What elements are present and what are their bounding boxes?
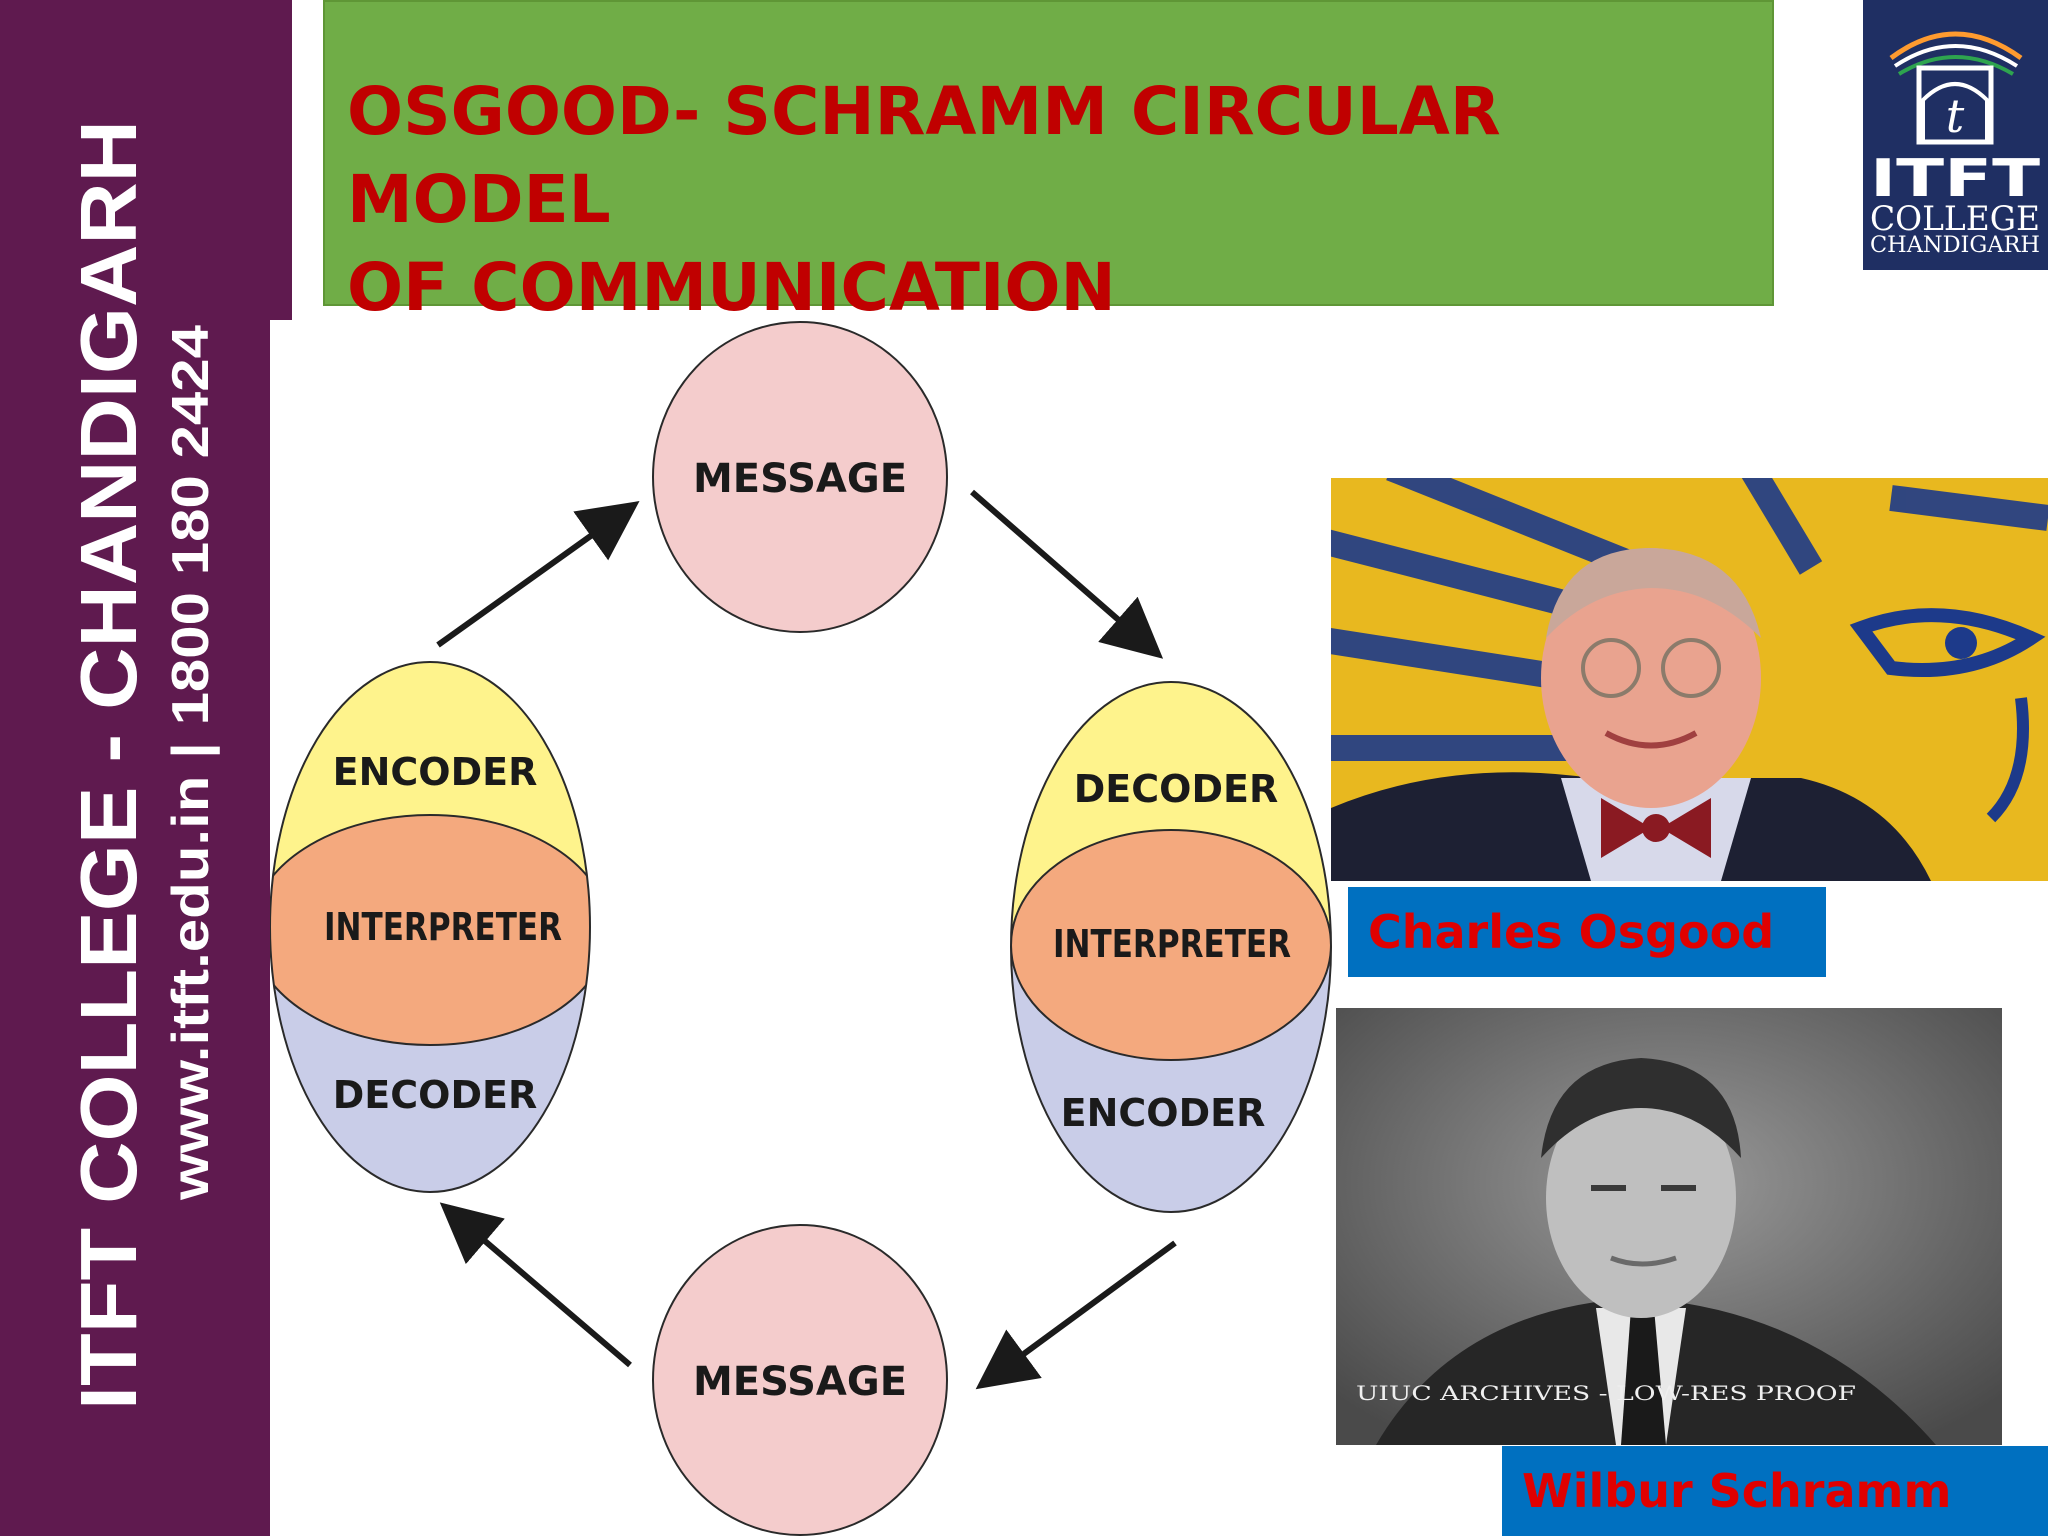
arrow-encoder-to-message	[436, 501, 640, 648]
bottom-message-circle	[652, 1224, 948, 1536]
sidebar-contact: www.itft.edu.in | 1800 180 2424	[162, 325, 220, 1201]
left-interpreter-label: INTERPRETER	[324, 905, 562, 949]
arrow-bottom-message-to-decoder	[439, 1202, 632, 1368]
left-encoder-label: ENCODER	[333, 750, 538, 794]
photo-wilbur-schramm: UIUC ARCHIVES - LOW-RES PROOF	[1336, 1008, 2002, 1445]
logo-line-2: COLLEGE	[1870, 199, 2040, 239]
title-line-2: OF COMMUNICATION	[347, 249, 1116, 326]
page-title: OSGOOD- SCHRAMM CIRCULAR MODEL OF COMMUN…	[347, 68, 1747, 332]
sidebar-text: ITFT COLLEGE - CHANDIGARH www.itft.edu.i…	[64, 120, 220, 1410]
logo-line-3: CHANDIGARH	[1870, 233, 2040, 258]
arrow-encoder-to-bottom-message	[975, 1240, 1177, 1390]
college-logo: t ITFT COLLEGE CHANDIGARH	[1863, 0, 2048, 270]
portrait-schramm-icon: UIUC ARCHIVES - LOW-RES PROOF	[1336, 1008, 2002, 1445]
caption-charles-osgood: Charles Osgood	[1348, 887, 1826, 977]
right-interpreter-label: INTERPRETER	[1053, 922, 1291, 966]
left-decoder-label: DECODER	[333, 1073, 537, 1117]
photo-charles-osgood	[1331, 478, 2048, 881]
portrait-osgood-icon	[1331, 478, 2048, 881]
circular-model-diagram: MESSAGE MESSAGE ENCODER INTERPRETER DECO…	[270, 321, 1332, 1536]
arrow-message-to-decoder	[970, 489, 1164, 659]
bottom-message-label: MESSAGE	[693, 1359, 907, 1405]
top-message-circle	[652, 321, 948, 633]
top-message-label: MESSAGE	[693, 456, 907, 502]
title-box: OSGOOD- SCHRAMM CIRCULAR MODEL OF COMMUN…	[323, 0, 1774, 326]
sidebar-college-name: ITFT COLLEGE - CHANDIGARH	[64, 120, 153, 1410]
svg-text:t: t	[1946, 89, 1965, 143]
sidebar-band-lower	[0, 320, 270, 1536]
right-encoder-label: ENCODER	[1061, 1091, 1266, 1135]
right-party-oval	[1010, 681, 1332, 1213]
sidebar-band	[0, 0, 292, 320]
right-decoder-label: DECODER	[1074, 767, 1278, 811]
logo-line-1: ITFT	[1870, 149, 2041, 209]
title-line-1: OSGOOD- SCHRAMM CIRCULAR MODEL	[347, 73, 1501, 238]
caption-wilbur-schramm: Wilbur Schramm	[1502, 1446, 2048, 1536]
schramm-watermark: UIUC ARCHIVES - LOW-RES PROOF	[1356, 1381, 1856, 1405]
logo-emblem-icon: t ITFT COLLEGE CHANDIGARH	[1870, 31, 2041, 258]
